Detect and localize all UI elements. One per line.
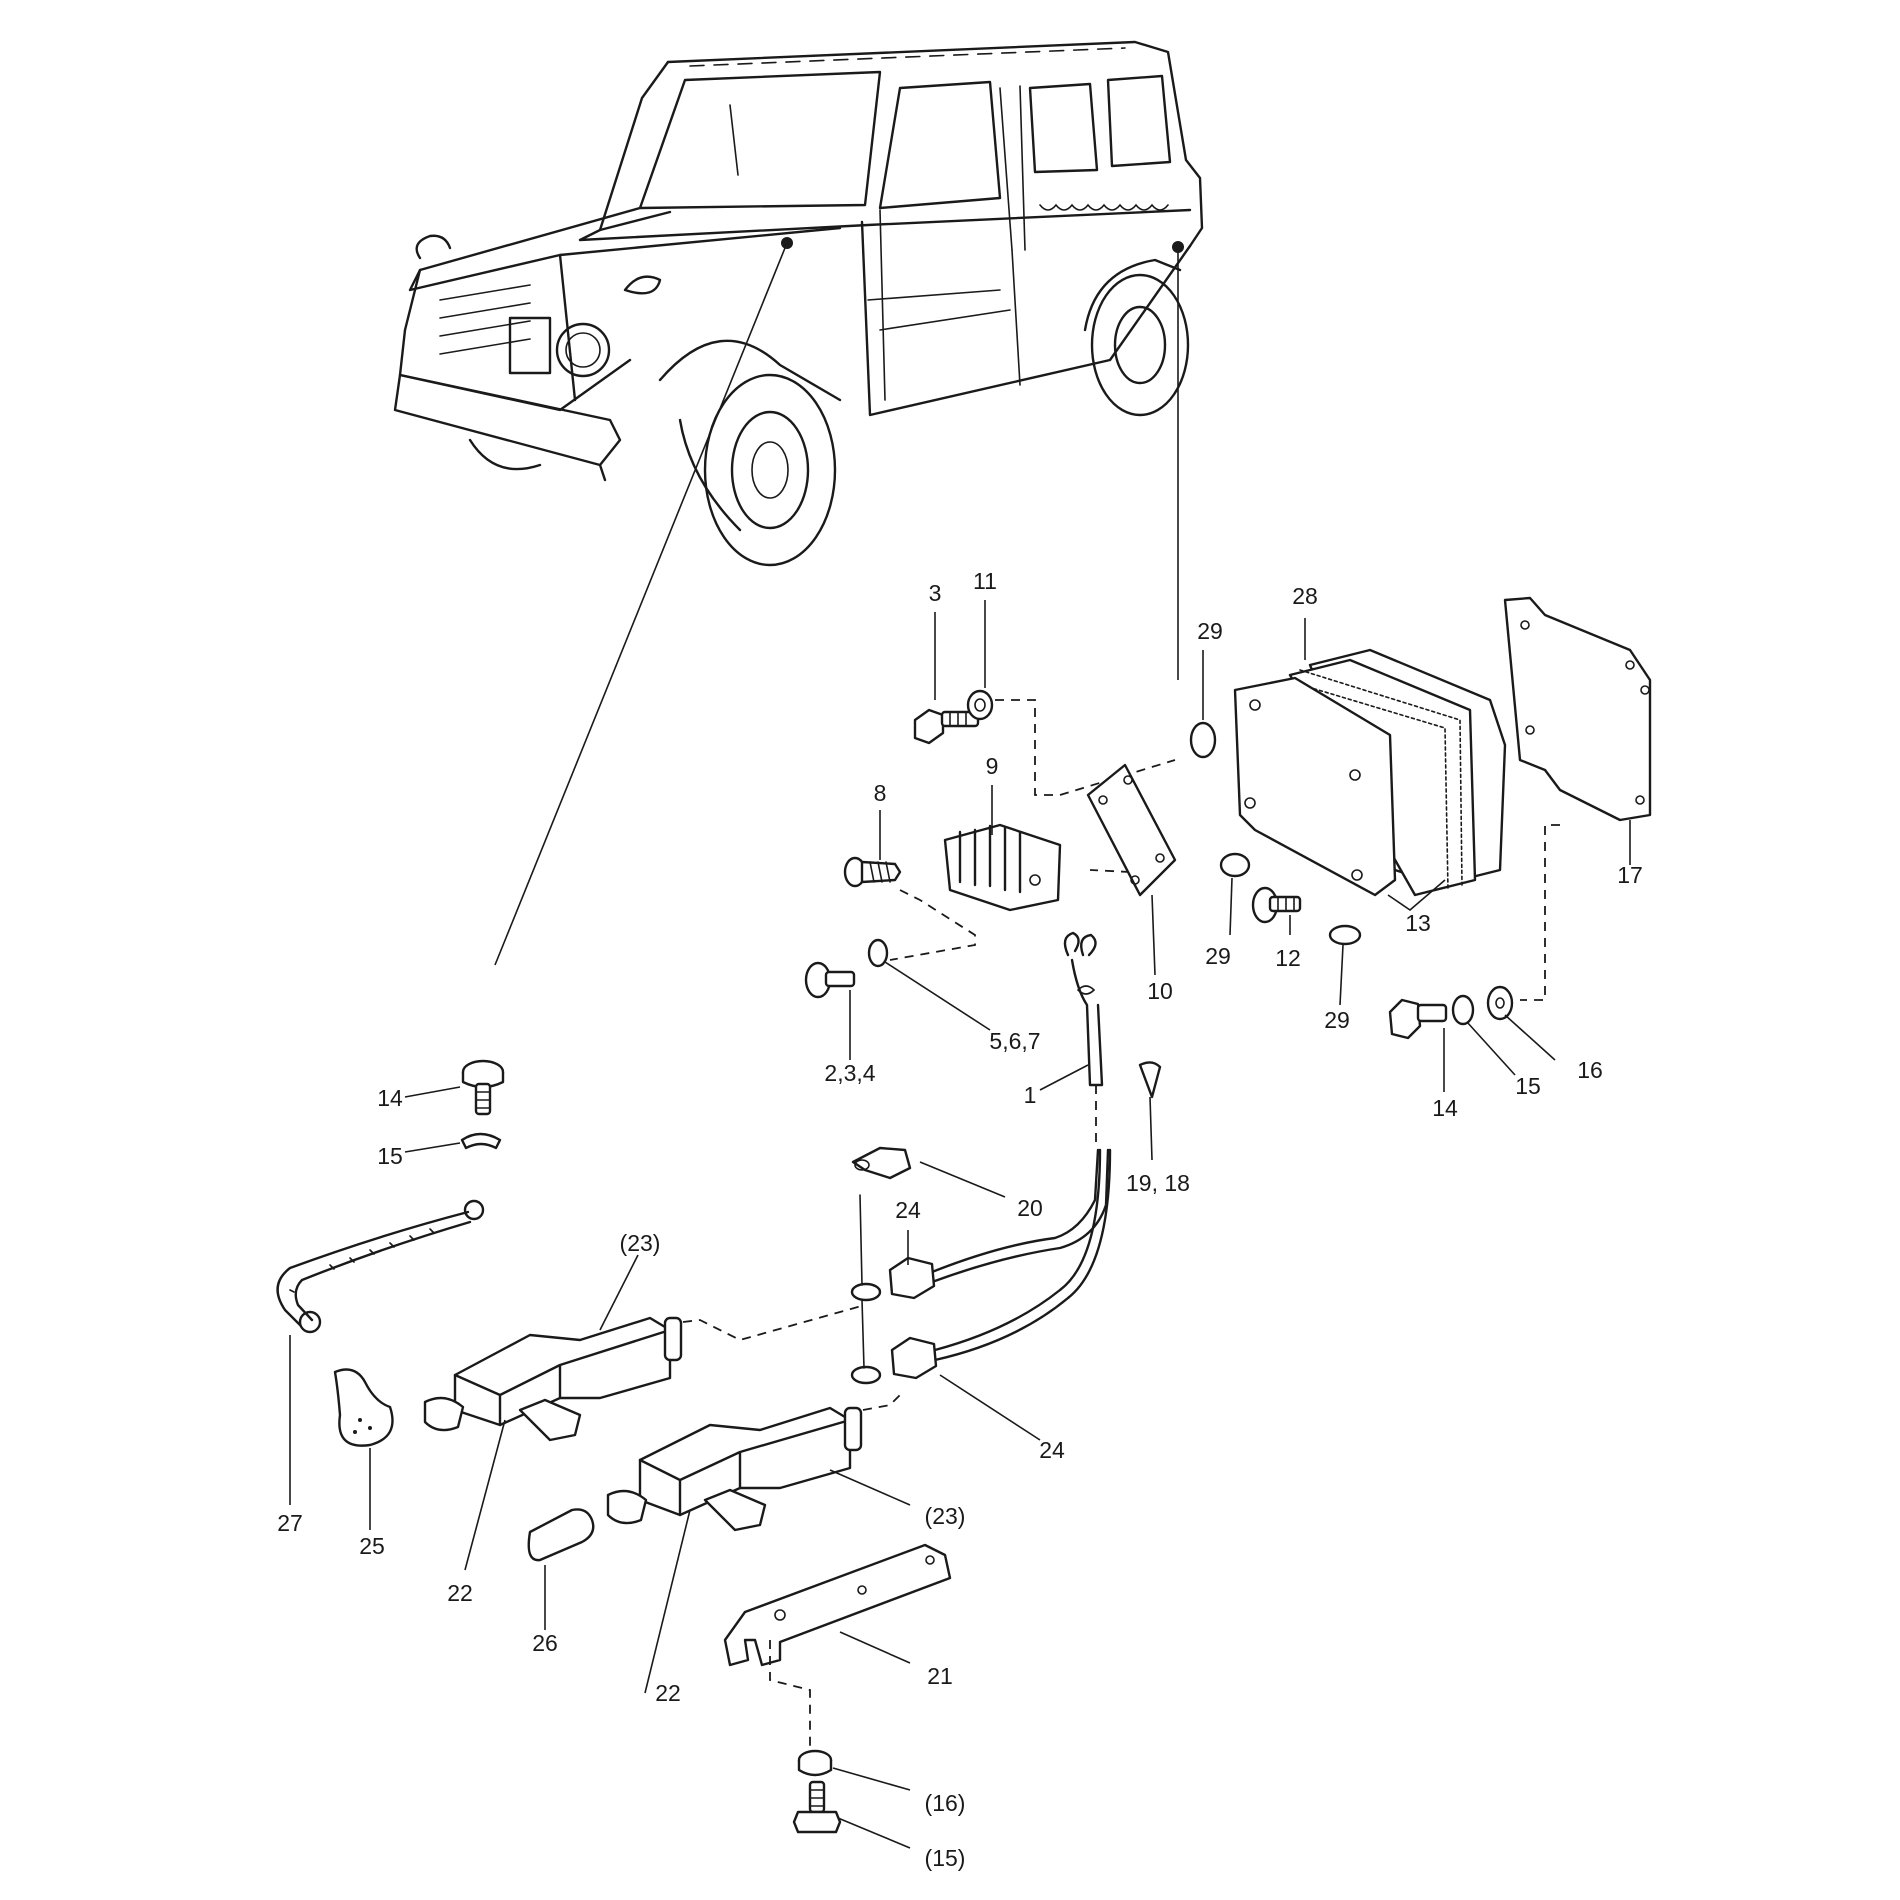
lead-line <box>1387 879 1446 912</box>
label-part-13: 13 <box>1405 910 1431 936</box>
washer-part-15-right <box>1451 994 1475 1026</box>
label-part-22-low: 22 <box>655 1680 681 1706</box>
dash-line <box>889 889 976 961</box>
label-part-8: 8 <box>874 780 887 806</box>
label-part-24-top: 24 <box>895 1197 921 1223</box>
washer-part-11 <box>966 689 994 721</box>
mounting-bracket-part-21 <box>723 1543 952 1667</box>
seal-ring-part-29-mid <box>1219 852 1251 878</box>
screw-part-2-3-4 <box>804 961 856 999</box>
cable-part-24 <box>850 1148 1112 1385</box>
leader-lines <box>289 600 1631 1849</box>
label-part-23-top: (23) <box>620 1230 661 1256</box>
label-part-5-6-7: 5,6,7 <box>989 1028 1040 1054</box>
boot-part-26 <box>527 1508 595 1562</box>
dash-line <box>769 1640 811 1755</box>
label-part-11: 11 <box>973 568 997 594</box>
label-part-21: 21 <box>927 1663 953 1689</box>
bracket-part-17 <box>1503 596 1652 822</box>
label-part-17: 17 <box>1617 862 1643 888</box>
screw-part-3 <box>913 708 980 745</box>
label-part-2-3-4: 2,3,4 <box>824 1060 875 1086</box>
terminal-block-part-9 <box>943 823 1062 912</box>
screw-part-8 <box>843 856 902 888</box>
label-part-15-left: 15 <box>377 1143 403 1169</box>
label-part-26: 26 <box>532 1630 558 1656</box>
label-part-28: 28 <box>1292 583 1318 609</box>
vehicle-illustration <box>393 40 1204 567</box>
connector-part-19-18 <box>1138 1061 1162 1099</box>
washer-part-16-right <box>1486 985 1514 1021</box>
clip-part-20 <box>851 1146 912 1180</box>
washer-part-5-6-7 <box>867 938 889 968</box>
label-part-29-low: 29 <box>1324 1007 1350 1033</box>
cover-plate-part-10 <box>1086 763 1177 897</box>
label-part-16-paren: (16) <box>925 1790 966 1816</box>
label-part-16-right: 16 <box>1577 1057 1603 1083</box>
label-part-9: 9 <box>986 753 999 779</box>
dash-line <box>862 1394 901 1411</box>
washer-part-15-left <box>460 1132 502 1150</box>
label-part-24-mid: 24 <box>1039 1437 1065 1463</box>
label-part-19-18: 19, 18 <box>1126 1170 1190 1196</box>
label-part-3: 3 <box>929 580 942 606</box>
label-part-25: 25 <box>359 1533 385 1559</box>
seal-ring-part-29-top <box>1189 721 1217 759</box>
label-part-10: 10 <box>1147 978 1173 1004</box>
label-part-1: 1 <box>1024 1082 1037 1108</box>
label-part-29-mid: 29 <box>1205 943 1231 969</box>
switch-part-22-upper <box>423 1316 683 1442</box>
bolt-part-14-left <box>461 1059 505 1116</box>
label-part-12: 12 <box>1275 945 1301 971</box>
dash-line <box>1520 824 1560 1001</box>
label-part-27: 27 <box>277 1510 303 1536</box>
label-part-14-left: 14 <box>377 1085 403 1111</box>
control-module-part-28 <box>1233 648 1507 897</box>
bolt-part-14-right <box>1388 998 1448 1040</box>
label-part-29-top: 29 <box>1197 618 1223 644</box>
label-part-20: 20 <box>1017 1195 1043 1221</box>
screw-part-12 <box>1251 886 1302 924</box>
label-part-15-paren: (15) <box>925 1845 966 1871</box>
label-part-14-right: 14 <box>1432 1095 1458 1121</box>
cap-part-25 <box>333 1368 394 1447</box>
ground-strap-part-27 <box>276 1199 485 1334</box>
ink <box>1495 997 1505 1009</box>
label-part-22-left: 22 <box>447 1580 473 1606</box>
label-part-15-right: 15 <box>1515 1073 1541 1099</box>
label-part-23-mid: (23) <box>925 1503 966 1529</box>
bolt-part-15-paren <box>792 1780 842 1834</box>
dash-line <box>995 699 1176 796</box>
nut-part-16-paren <box>797 1749 833 1777</box>
dash-line <box>682 1304 866 1341</box>
cable-part-1 <box>1063 931 1104 1087</box>
seal-ring-part-29-low <box>1328 924 1362 946</box>
dash-line <box>1089 869 1131 873</box>
leader-line-front <box>494 242 788 966</box>
switch-part-22-lower <box>606 1406 863 1532</box>
